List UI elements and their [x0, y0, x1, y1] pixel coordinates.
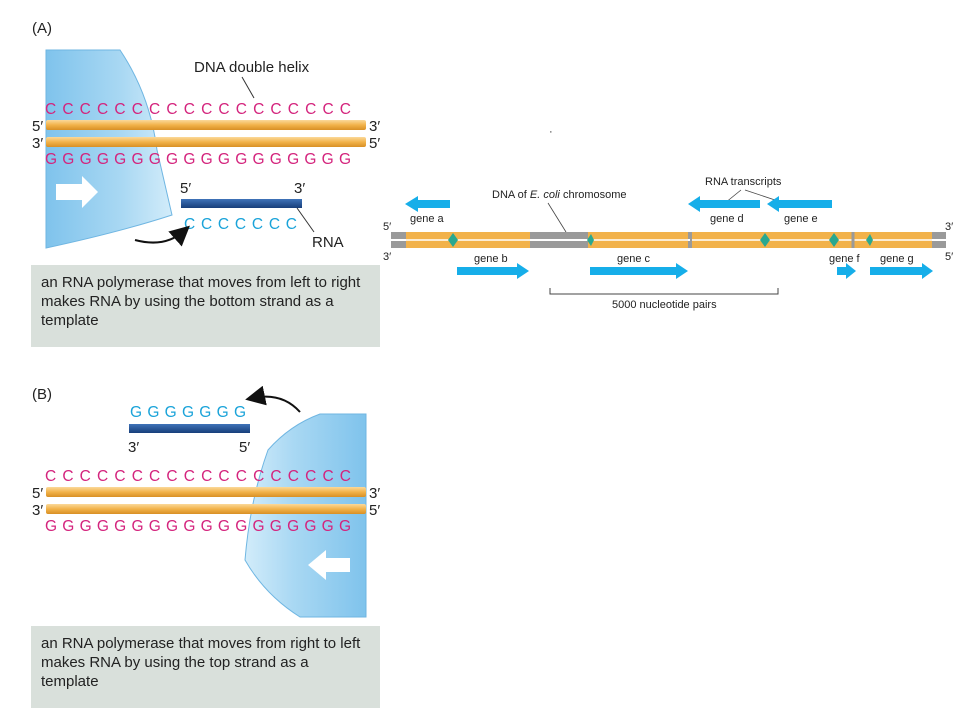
- panel-a-top-strand: [46, 120, 366, 130]
- panel-b-rna-5-end: 5′: [239, 439, 250, 456]
- direction-arrow-right-icon: [56, 176, 98, 208]
- panel-a-top-left-end: 5′: [32, 118, 43, 135]
- gene-b-arrow-right-icon: [457, 263, 529, 279]
- curved-arrow-a-icon: [134, 225, 190, 247]
- panel-a-top-right-end: 3′: [369, 118, 380, 135]
- panel-b-top-strand: [46, 487, 366, 497]
- rna-polymerase-a: [45, 49, 173, 249]
- panel-a-rna-bases: C C C C C C C: [184, 216, 297, 233]
- panel-a-bottom-bases: G G G G G G G G G G G G G G G G G G: [45, 151, 351, 168]
- panel-b-top-right-end: 3′: [369, 485, 380, 502]
- chromosome-left-bottom-end: 3′: [383, 251, 391, 263]
- gene-f-arrow-right-icon: [837, 263, 856, 279]
- gene-g-label: gene g: [880, 253, 914, 265]
- panel-a-rna-3-end: 3′: [294, 180, 305, 197]
- gene-c-arrow-right-icon: [590, 263, 688, 279]
- panel-a-bottom-strand: [46, 137, 366, 147]
- panel-b-caption: an RNA polymerase that moves from right …: [31, 626, 380, 708]
- panel-b-rna-3-end: 3′: [128, 439, 139, 456]
- panel-a-rna-label: RNA: [312, 234, 344, 251]
- panel-b-bottom-strand: [46, 504, 366, 514]
- stray-dot: ·: [549, 126, 553, 138]
- gene-a-label: gene a: [410, 213, 445, 225]
- panel-b-top-bases: C C C C C C C C C C C C C C C C C C: [45, 468, 351, 485]
- rna-polymerase-b: [244, 413, 367, 618]
- ecoli-dna-label: DNA of E. coli chromosome: [492, 189, 627, 201]
- promoter-mark-2: [587, 234, 594, 246]
- panel-b-rna-strand: [129, 424, 250, 433]
- promoter-mark-4: [829, 233, 839, 247]
- chromosome-dna: [391, 232, 946, 248]
- gene-d-label: gene d: [710, 213, 744, 225]
- promoter-mark-5: [866, 234, 873, 246]
- dna-double-helix-label: DNA double helix: [194, 59, 310, 76]
- rna-transcripts-label: RNA transcripts: [705, 176, 782, 188]
- chromosome-left-top-end: 5′: [383, 221, 391, 233]
- panel-b-bottom-bases: G G G G G G G G G G G G G G G G G G: [45, 518, 351, 535]
- gene-d-arrow-left-icon: [688, 196, 760, 212]
- promoter-mark-1: [448, 233, 458, 247]
- panel-a-bottom-right-end: 5′: [369, 135, 380, 152]
- panel-a-label: (A): [32, 20, 52, 37]
- chromosome-right-top-end: 3′: [945, 221, 953, 233]
- rna-label-leader: [296, 207, 315, 233]
- dna-label-leader: [547, 202, 567, 233]
- panel-a-rna-5-end: 5′: [180, 180, 191, 197]
- scale-bar-label: 5000 nucleotide pairs: [612, 299, 717, 311]
- panel-b-label: (B): [32, 386, 52, 403]
- gene-g-arrow-right-icon: [870, 263, 933, 279]
- direction-arrow-left-icon: [308, 550, 350, 580]
- helix-label-leader: [241, 76, 255, 99]
- gene-c-label: gene c: [617, 253, 651, 265]
- panel-b-bottom-left-end: 3′: [32, 502, 43, 519]
- panel-b-top-left-end: 5′: [32, 485, 43, 502]
- gene-e-label: gene e: [784, 213, 818, 225]
- gene-b-label: gene b: [474, 253, 508, 265]
- panel-b-bottom-right-end: 5′: [369, 502, 380, 519]
- panel-b-rna-bases: G G G G G G G: [130, 404, 246, 421]
- gene-a-arrow-left-icon: [405, 196, 450, 212]
- gene-f-label: gene f: [829, 253, 861, 265]
- promoter-mark-3: [760, 233, 770, 247]
- panel-a-caption: an RNA polymerase that moves from left t…: [31, 265, 380, 347]
- chromosome-right-bottom-end: 5′: [945, 251, 953, 263]
- gene-e-arrow-left-icon: [767, 196, 832, 212]
- scale-bar: [549, 288, 779, 295]
- panel-a-bottom-left-end: 3′: [32, 135, 43, 152]
- curved-arrow-b-icon: [245, 385, 301, 413]
- panel-a-rna-strand: [181, 199, 302, 208]
- panel-a-top-bases: C C C C C C C C C C C C C C C C C C: [45, 101, 351, 118]
